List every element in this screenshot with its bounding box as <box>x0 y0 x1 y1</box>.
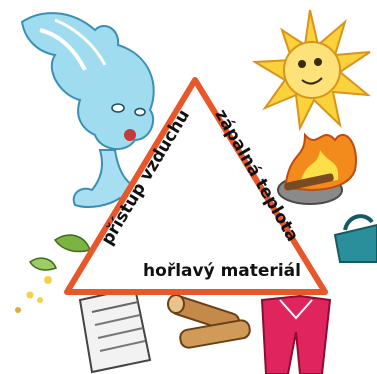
firewood-icon <box>168 295 251 349</box>
campfire-icon <box>278 135 356 204</box>
pajamas-icon <box>262 296 330 374</box>
clothes-iron-icon <box>335 216 377 262</box>
newspaper-icon <box>80 288 150 372</box>
bottom-side-label: hořlavý materiál <box>143 261 301 281</box>
sun-face-icon <box>255 10 370 128</box>
